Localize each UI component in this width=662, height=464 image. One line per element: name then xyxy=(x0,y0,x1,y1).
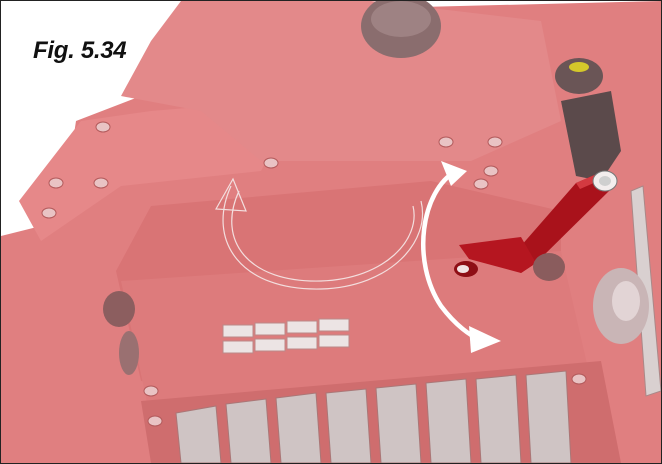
lever-knob xyxy=(533,253,565,281)
figure-label: Fig. 5.34 xyxy=(33,37,126,65)
